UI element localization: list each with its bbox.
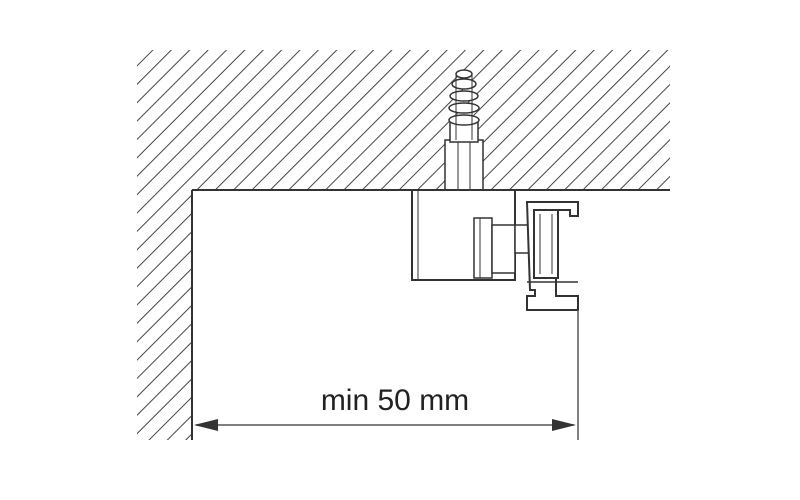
wall-plug bbox=[444, 139, 484, 191]
left-arrowhead bbox=[194, 419, 218, 431]
dimension-label: min 50 mm bbox=[321, 384, 469, 417]
screw bbox=[448, 69, 480, 143]
right-arrowhead bbox=[552, 419, 576, 431]
mounting-bracket bbox=[411, 189, 516, 281]
dimension-line bbox=[194, 419, 576, 431]
ceiling-wall-hatching bbox=[137, 50, 670, 440]
curtain-rail-profile bbox=[514, 201, 579, 311]
